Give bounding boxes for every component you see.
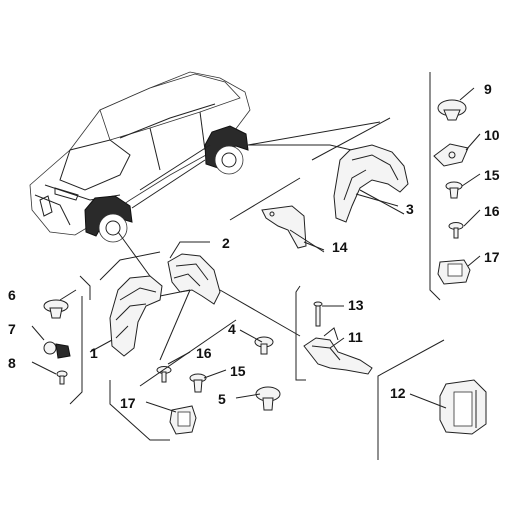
fastener-9 bbox=[437, 99, 467, 121]
callout-16-right: 16 bbox=[484, 203, 500, 219]
callout-leaders bbox=[31, 72, 481, 460]
fastener-7 bbox=[43, 341, 71, 359]
callout-4: 4 bbox=[228, 321, 236, 337]
fastener-4 bbox=[254, 336, 274, 355]
callout-14: 14 bbox=[332, 239, 348, 255]
callout-12: 12 bbox=[390, 385, 406, 401]
callout-9: 9 bbox=[484, 81, 492, 97]
callout-10: 10 bbox=[484, 127, 500, 143]
callout-3: 3 bbox=[406, 201, 414, 217]
callout-13: 13 bbox=[348, 297, 364, 313]
vehicle-illustration bbox=[29, 71, 251, 243]
fastener-5 bbox=[255, 386, 281, 411]
callout-7: 7 bbox=[8, 321, 16, 337]
callout-2: 2 bbox=[222, 235, 230, 251]
callout-15-left: 15 bbox=[230, 363, 246, 379]
retaining-clip-large bbox=[439, 379, 487, 435]
rear-wheel-arch-liner bbox=[333, 144, 409, 223]
callout-5: 5 bbox=[218, 391, 226, 407]
screw-part bbox=[313, 301, 323, 327]
callout-16-left: 16 bbox=[196, 345, 212, 361]
callout-17-left: 17 bbox=[120, 395, 136, 411]
callout-15-right: 15 bbox=[484, 167, 500, 183]
fastener-8 bbox=[56, 370, 68, 385]
callout-17-right: 17 bbox=[484, 249, 500, 265]
fastener-6 bbox=[43, 299, 69, 319]
fastener-15-right bbox=[445, 181, 463, 199]
callout-6: 6 bbox=[8, 287, 16, 303]
fastener-16-left bbox=[156, 366, 172, 383]
splash-shield bbox=[219, 289, 373, 375]
fastener-15-left bbox=[189, 373, 207, 393]
callout-1: 1 bbox=[90, 345, 98, 361]
callout-11: 11 bbox=[348, 329, 363, 345]
fastener-17-left bbox=[169, 405, 197, 435]
bracket-part bbox=[261, 205, 325, 253]
callout-8: 8 bbox=[8, 355, 16, 371]
fastener-16-right bbox=[448, 222, 464, 239]
fastener-17-right bbox=[437, 259, 471, 285]
front-wheel-arch-liner-front bbox=[89, 275, 163, 357]
fastener-10 bbox=[433, 143, 469, 167]
callout-labels: 1 2 3 4 5 6 7 8 9 10 11 12 13 14 15 15 1… bbox=[8, 81, 500, 411]
